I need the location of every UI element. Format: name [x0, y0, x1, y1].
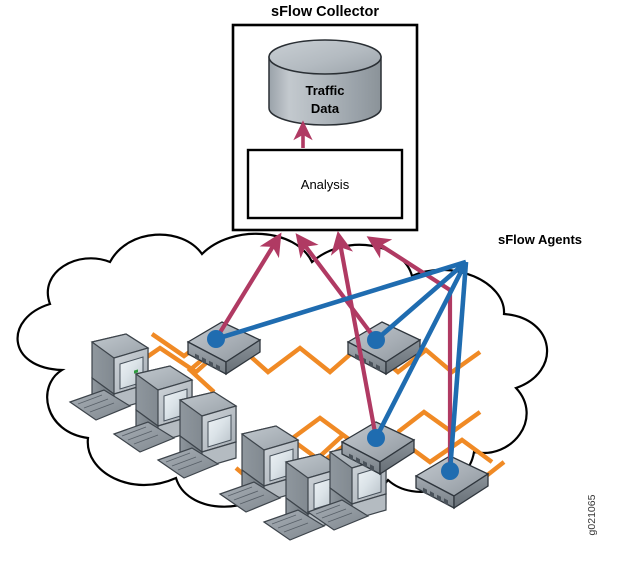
switch-bottom-left: [340, 421, 416, 476]
agent-line-switch-bottom-left: [373, 260, 469, 440]
flow-arrow-from-switch-top-right: [295, 233, 378, 342]
agent-line-switch-bottom-right: [447, 261, 469, 472]
workstation-3: [156, 391, 238, 479]
flow-arrow-from-switch-top-left: [214, 232, 282, 341]
analysis-label: Analysis: [301, 177, 350, 192]
agent-dot-switch-bottom-right: [441, 462, 459, 480]
cable-bottom-right-top: [396, 409, 482, 435]
agent-line-switch-top-right: [374, 260, 468, 342]
analysis-box: [246, 148, 404, 220]
agent-dot-switch-bottom-left: [367, 429, 385, 447]
agent-dot-switch-top-right: [367, 331, 385, 349]
figure-watermark: g021065: [586, 494, 598, 535]
sflow-agent-lines: [215, 259, 469, 472]
cable-lower-right: [398, 437, 494, 465]
workstation-2: [112, 365, 194, 453]
collector-title: sFlow Collector: [271, 4, 379, 20]
database-label-traffic: Traffic: [305, 83, 344, 98]
sflow-agents-label: sFlow Agents: [498, 232, 582, 247]
sflow-collector-group: sFlow Collector Traffic Data Analysis: [231, 4, 419, 232]
agent-dot-switch-top-left: [207, 330, 225, 348]
sflow-agent-dots: [207, 330, 459, 480]
database-label-data: Data: [311, 101, 340, 116]
flow-arrow-from-switch-bottom-left: [330, 230, 379, 439]
agent-line-switch-top-left: [215, 259, 467, 342]
traffic-database-cylinder: Traffic Data: [268, 39, 382, 126]
cable-lower-left: [288, 415, 352, 442]
